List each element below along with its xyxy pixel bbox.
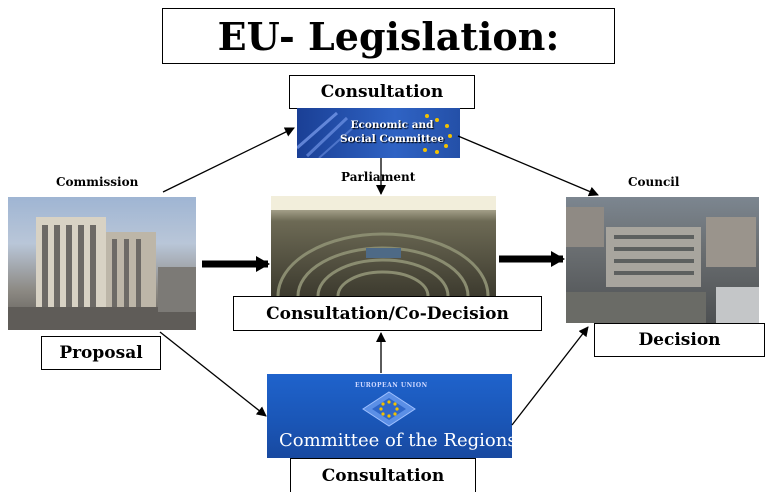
codecision-box: Consultation/Co-Decision xyxy=(233,296,542,331)
council-label: Council xyxy=(628,175,680,189)
proposal-box: Proposal xyxy=(41,336,161,370)
arrow-proposal-to-cor xyxy=(159,331,267,417)
eesc-name-line2: Social Committee xyxy=(339,133,445,145)
cor-name: Committee of the Regions xyxy=(279,430,512,451)
council-building-photo xyxy=(566,197,759,323)
consultation-bottom-box: Consultation xyxy=(290,458,476,492)
cor-banner: EUROPEAN UNION Committee of the Regions xyxy=(267,374,512,458)
arrow-eesc-to-council xyxy=(457,135,599,197)
eesc-name: Economic and Social Committee xyxy=(337,118,447,146)
parliament-label: Parliament xyxy=(341,170,416,184)
decision-box: Decision xyxy=(594,323,765,357)
commission-building-photo xyxy=(8,197,196,330)
arrow-cor-to-council xyxy=(511,326,589,426)
cor-emblem-icon xyxy=(362,391,416,427)
parliament-hemicycle-photo xyxy=(271,196,496,297)
commission-label: Commission xyxy=(56,175,139,189)
arrow-commission-to-eesc xyxy=(162,127,295,193)
cor-eu-label: EUROPEAN UNION xyxy=(355,382,428,389)
eesc-name-line1: Economic and xyxy=(350,119,434,131)
eesc-banner: Economic and Social Committee xyxy=(297,108,460,158)
eesc-logo-graphic xyxy=(297,111,452,158)
diagram-title: EU- Legislation: xyxy=(162,8,615,64)
